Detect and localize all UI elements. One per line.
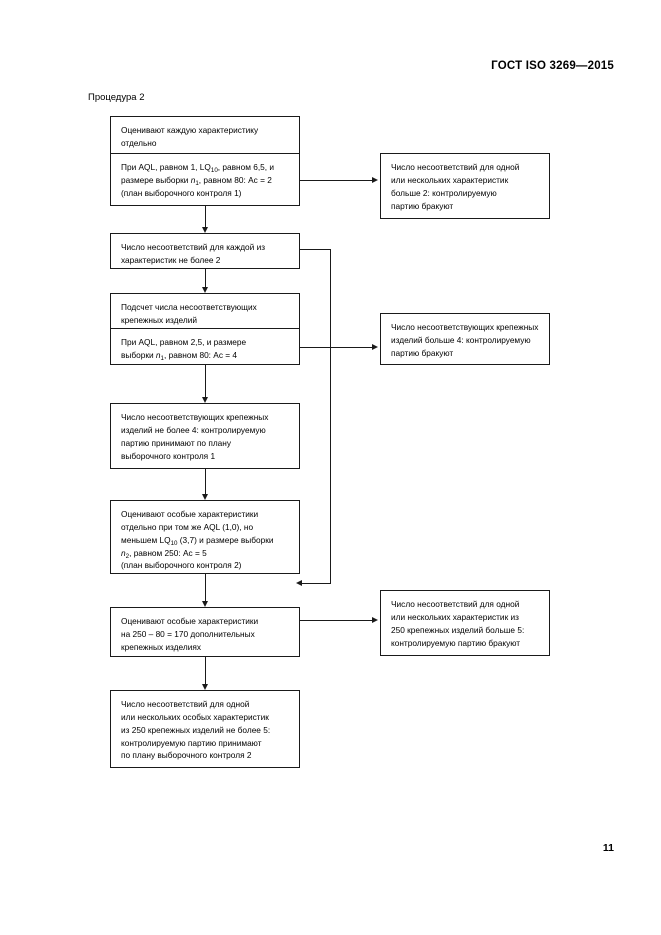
box6-line3-subscript: 10 — [170, 539, 178, 547]
box2-line2-text-a: размере выборки — [121, 174, 191, 185]
arrow-box7-to-reject3 — [372, 616, 378, 623]
box6-line3-text-b: (3,7) и размере выборки — [177, 534, 274, 545]
connector-box4-to-reject2 — [300, 347, 372, 348]
flow-box-accept-lot-sampling-plan-1: Число несоответствующих крепежных издели… — [110, 403, 300, 469]
reject1-line-2: или нескольких характеристик — [391, 174, 509, 185]
reject3-line-3: 250 крепежных изделий больше 5: — [391, 624, 525, 635]
flow-box-aql-2-5-sample-size-80: При AQL, равном 2,5, и размере выборки n… — [110, 329, 300, 365]
box6-line3-text-a: меньшем LQ — [121, 534, 171, 545]
box2-line1-text-b: , равном 6,5, и — [217, 162, 274, 172]
reject1-line-3: больше 2: контролируемую — [391, 187, 497, 198]
box5-line-3: партию принимают по плану — [121, 437, 232, 448]
box4-bottom-line2-text-b: , равном 80: Ac = 4 — [164, 349, 238, 360]
flow-box-evaluate-each-characteristic: Оценивают каждую характеристику отдельно — [110, 116, 300, 154]
flow-box-accept-lot-sampling-plan-2: Число несоответствий для одной или неско… — [110, 690, 300, 768]
box4-top-line-2: крепежных изделий — [121, 314, 197, 325]
flow-box-nonconformities-per-characteristic-max-2: Число несоответствий для каждой из харак… — [110, 233, 300, 269]
reject3-line-2: или нескольких характеристик из — [391, 611, 519, 622]
box2-line2-subscript: 1 — [195, 179, 199, 187]
connector-box2-to-box3 — [205, 206, 206, 227]
box2-line2-variable: n — [190, 174, 196, 185]
box6-line-2: отдельно при том же AQL (1,0), но — [121, 521, 254, 532]
connector-bypass-to-box6 — [302, 583, 331, 584]
reject1-line-1: Число несоответствий для одной — [391, 162, 520, 172]
box8-line-4: контролируемую партию принимают — [121, 737, 262, 748]
procedure-title: Процедура 2 — [88, 92, 145, 103]
box4-bottom-line2-text-a: выборки — [121, 349, 156, 360]
document-header-standard-number: ГОСТ ISO 3269—2015 — [491, 60, 614, 72]
arrow-box4-to-reject2 — [372, 343, 378, 350]
reject2-line-2: изделий больше 4: контролируемую — [391, 334, 531, 345]
box6-line4-subscript: 2 — [125, 552, 130, 560]
box8-line-2: или нескольких особых характеристик — [121, 711, 269, 722]
arrow-box5-to-box6 — [201, 494, 208, 500]
connector-box6-to-box7 — [205, 574, 206, 601]
connector-box7-to-reject3 — [300, 620, 372, 621]
box6-line4-variable: n — [121, 547, 126, 558]
reject2-line-1: Число несоответствующих крепежных — [391, 322, 539, 332]
connector-box3-to-box4 — [205, 269, 206, 287]
connector-box7-to-box8 — [205, 657, 206, 684]
box4-bottom-line2-variable: n — [155, 349, 161, 360]
reject1-line-4: партию бракуют — [391, 200, 454, 211]
arrow-bypass-to-box6 — [296, 579, 302, 586]
connector-box4-to-box5 — [205, 365, 206, 397]
box7-line-1: Оценивают особые характеристики — [121, 616, 259, 626]
flow-box-special-characteristics-sampling-plan-2: Оценивают особые характеристики отдельно… — [110, 500, 300, 574]
box2-line2-text-b: , равном 80: Ac = 2 — [198, 174, 272, 185]
reject3-line-4: контролируемую партию бракуют — [391, 637, 521, 648]
box2-line-1: При AQL, равном 1, LQ10, равном 6,5, и — [121, 161, 290, 174]
box2-line-3: (план выборочного контроля 1) — [121, 187, 242, 198]
box8-line-1: Число несоответствий для одной — [121, 699, 250, 709]
box2-line1-text-a: При AQL, равном 1, LQ — [121, 162, 211, 172]
reject2-line-3: партию бракуют — [391, 347, 454, 358]
box7-line-3: крепежных изделиях — [121, 641, 201, 652]
box8-line-5: по плану выборочного контроля 2 — [121, 750, 252, 761]
box2-line1-subscript: 10 — [210, 167, 218, 174]
arrow-box7-to-box8 — [201, 684, 208, 690]
box1-line-2: отдельно — [121, 137, 157, 148]
box4-bottom-line-1: При AQL, равном 2,5, и размере — [121, 337, 247, 347]
box8-line-3: из 250 крепежных изделий не более 5: — [121, 724, 271, 735]
box3-line-2: характеристик не более 2 — [121, 254, 221, 265]
box5-line-2: изделий не более 4: контролируемую — [121, 424, 266, 435]
flow-box-reject-lot-more-than-5-nonconformities-250: Число несоответствий для одной или неско… — [380, 590, 550, 656]
box3-line-1: Число несоответствий для каждой из — [121, 242, 266, 252]
arrow-box2-to-box3 — [201, 227, 208, 233]
flow-box-reject-lot-more-than-2-nonconformities: Число несоответствий для одной или неско… — [380, 153, 550, 219]
box6-line-1: Оценивают особые характеристики — [121, 509, 259, 519]
arrow-box2-to-reject1 — [372, 176, 378, 183]
box5-line-1: Число несоответствующих крепежных — [121, 412, 269, 422]
box6-line-4: n2, равном 250: Ac = 5 — [121, 547, 290, 560]
arrow-box6-to-box7 — [201, 601, 208, 607]
connector-bypass-vertical — [330, 249, 331, 583]
box2-line-2: размере выборки n1, равном 80: Ac = 2 — [121, 174, 290, 187]
reject3-line-1: Число несоответствий для одной — [391, 599, 520, 609]
box4-bottom-line-2: выборки n1, равном 80: Ac = 4 — [121, 349, 290, 362]
box7-line-2: на 250 – 80 = 170 дополнительных — [121, 628, 255, 639]
box6-line-3: меньшем LQ10 (3,7) и размере выборки — [121, 534, 290, 547]
connector-box5-to-box6 — [205, 469, 206, 494]
flow-box-sampling-plan-1-parameters: При AQL, равном 1, LQ10, равном 6,5, и р… — [110, 154, 300, 206]
flow-box-reject-lot-more-than-4-nonconforming-fasteners: Число несоответствующих крепежных издели… — [380, 313, 550, 365]
arrow-box3-to-box4 — [201, 287, 208, 293]
flow-box-count-nonconforming-fasteners: Подсчет числа несоответствующих крепежны… — [110, 293, 300, 329]
arrow-box4-to-box5 — [201, 397, 208, 403]
connector-box3-to-bypass — [300, 249, 331, 250]
box4-bottom-line2-subscript: 1 — [160, 354, 164, 362]
box5-line-4: выборочного контроля 1 — [121, 450, 216, 461]
box6-line-5: (план выборочного контроля 2) — [121, 560, 242, 571]
box6-line4-text-b: , равном 250: Ac = 5 — [129, 547, 207, 558]
page-number: 11 — [602, 842, 614, 854]
connector-box2-to-reject1 — [300, 180, 372, 181]
flow-box-evaluate-170-additional-fasteners: Оценивают особые характеристики на 250 –… — [110, 607, 300, 657]
box1-line-1: Оценивают каждую характеристику — [121, 125, 259, 135]
box4-top-line-1: Подсчет числа несоответствующих — [121, 302, 257, 312]
